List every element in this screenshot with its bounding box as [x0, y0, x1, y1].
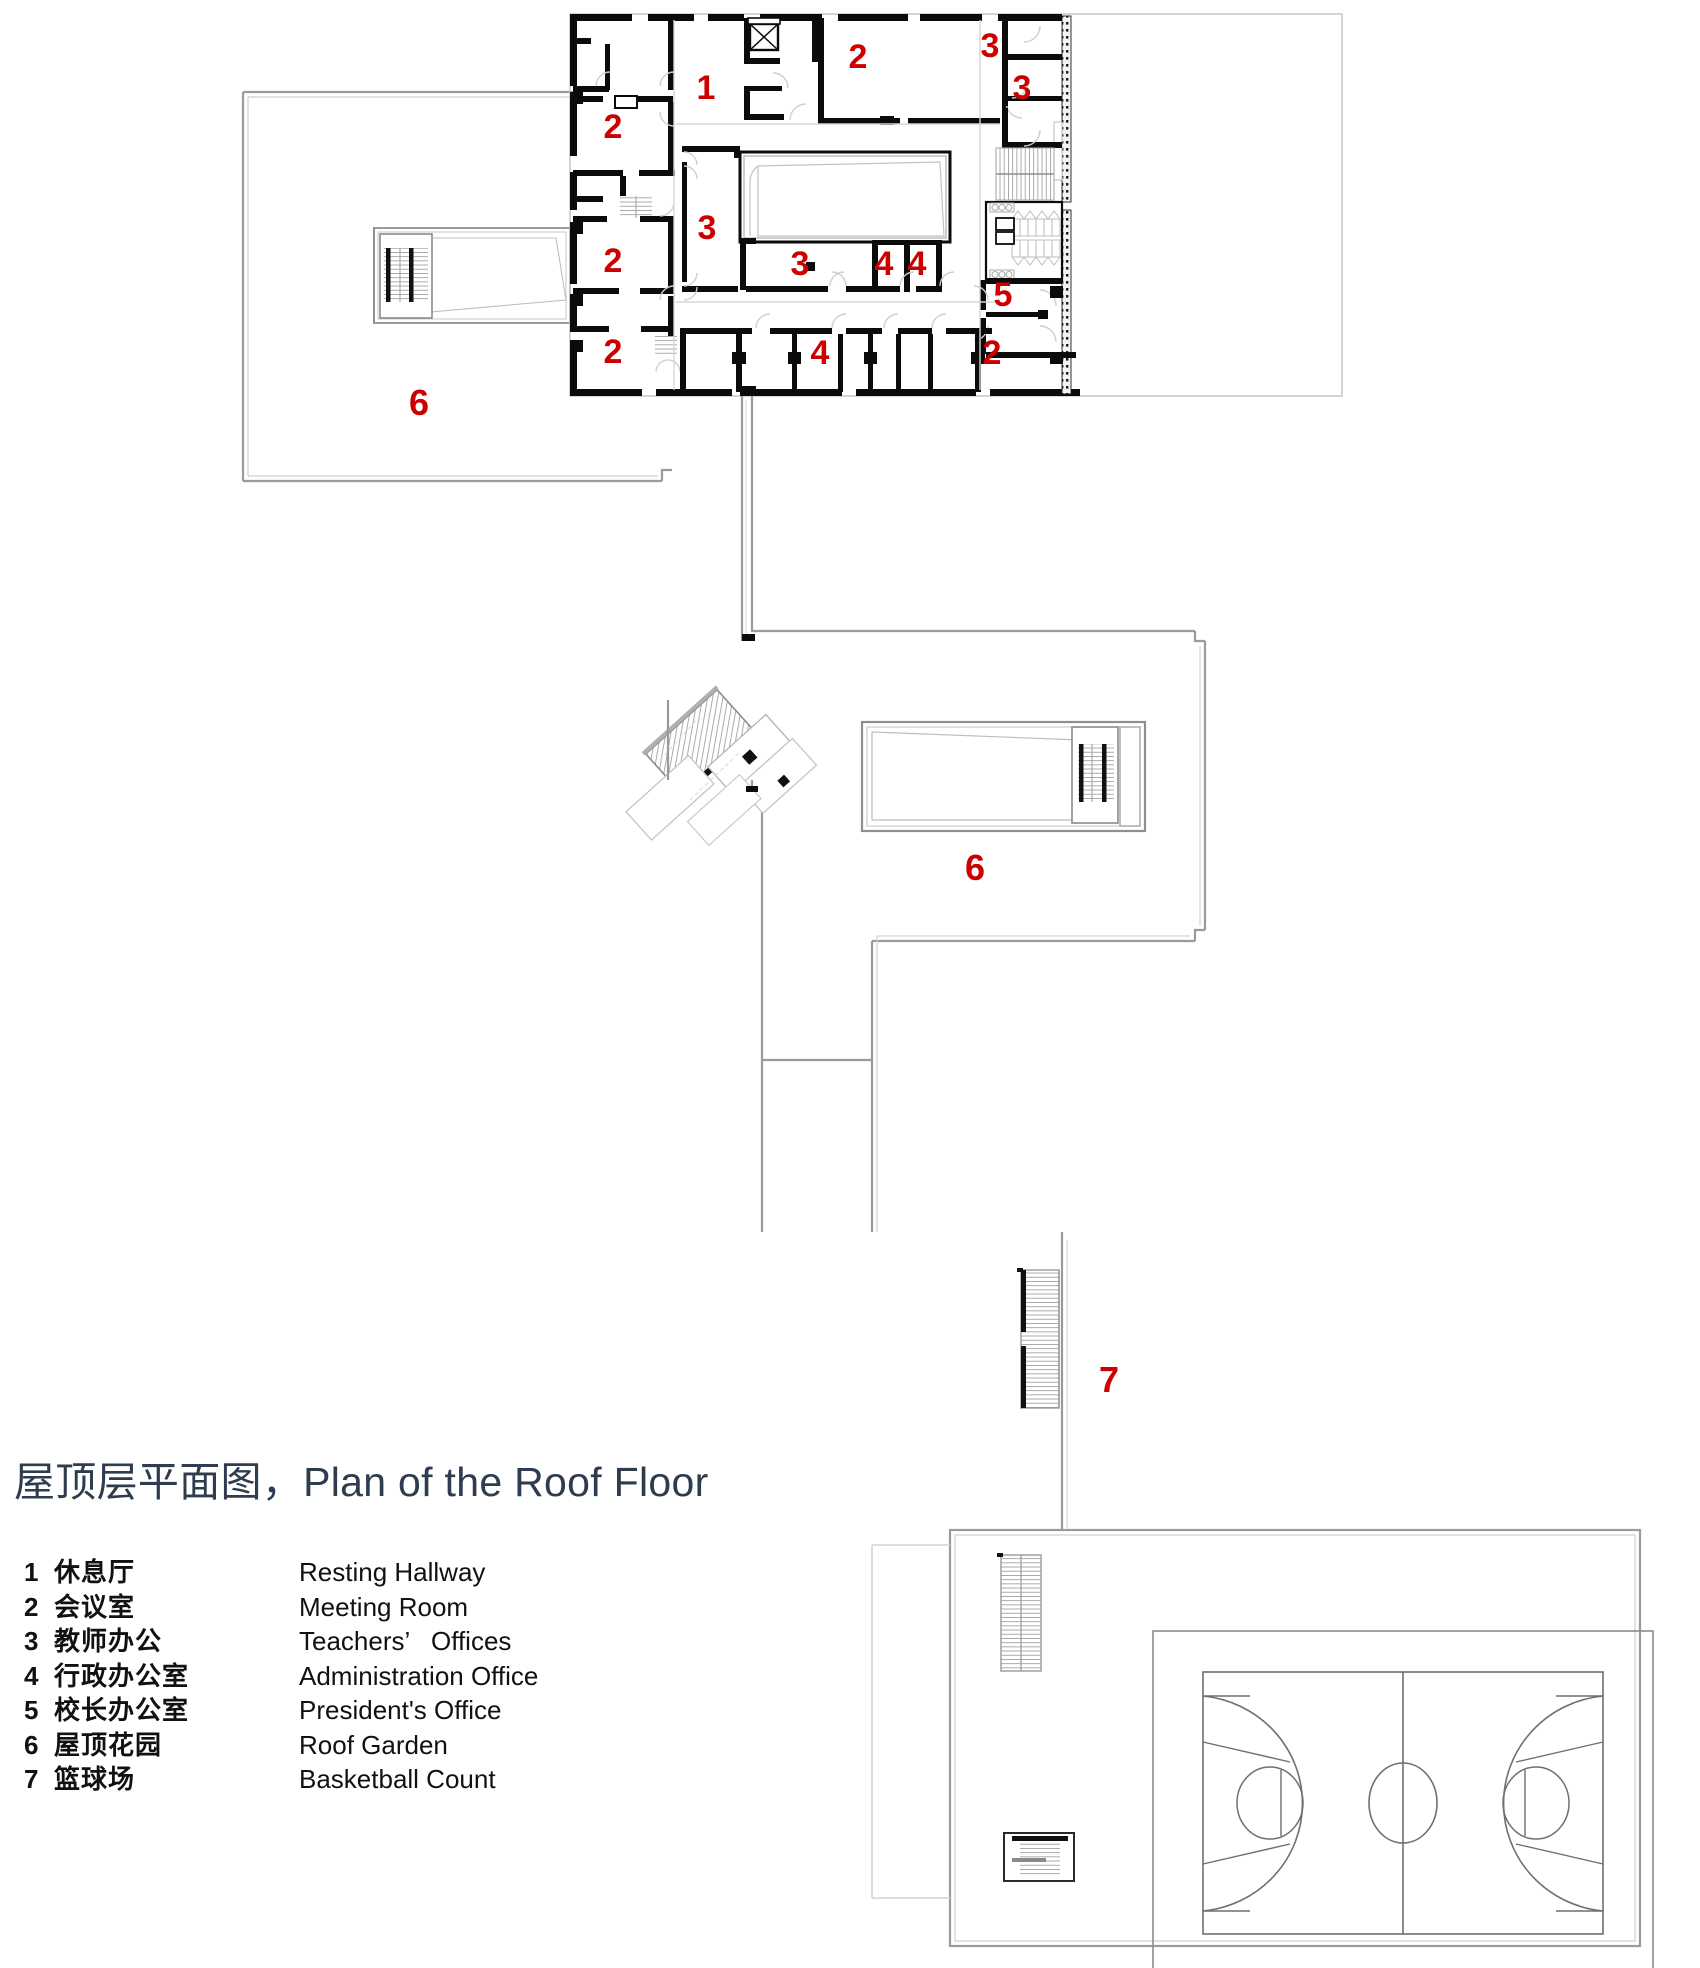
atrium-west-office	[682, 146, 740, 292]
legend-english-7: Basketball Count	[299, 1764, 496, 1794]
legend-number-1: 1	[24, 1557, 39, 1587]
exterior-walls	[570, 14, 1080, 396]
room-label-1-lounge: 1	[696, 69, 716, 107]
legend-english-2: Meeting Room	[299, 1591, 469, 1622]
room-label-2-meeting-b: 2	[603, 108, 623, 146]
room-label-4-admin-a: 4	[874, 245, 894, 283]
legend-item-5: 5 校长办公室 President's Office	[14, 1690, 834, 1725]
ml-rooms	[573, 216, 674, 342]
legend-item-1: 1 休息厅 Resting Hallway	[14, 1552, 834, 1587]
legend-item-6: 6 屋顶花园 Roof Garden	[14, 1725, 834, 1760]
legend-english-6: Roof Garden	[299, 1729, 448, 1760]
lounge-small-room	[744, 86, 784, 120]
room-label-3-teachers-a: 3	[980, 27, 1000, 65]
legend-chinese-5: 校长办公室	[54, 1695, 190, 1725]
sports-stair-south	[1003, 1832, 1075, 1882]
sports-stair-north	[997, 1553, 1042, 1672]
ne-offices	[1002, 14, 1062, 148]
south-rooms	[570, 92, 1063, 392]
nw-stair	[620, 196, 652, 218]
mid-lower-stair	[1017, 1268, 1060, 1409]
ne-main-stair	[995, 147, 1055, 201]
room-label-3-teachers-b: 3	[1012, 69, 1032, 107]
room-label-4-admin-b: 4	[907, 245, 927, 283]
caption-block: 屋顶层平面图，Plan of the Roof Floor 1 休息厅 Rest…	[14, 1448, 834, 1794]
diagonal-stair-assembly	[625, 685, 818, 847]
main-building	[569, 13, 1343, 397]
legend-chinese-3: 教师办公	[54, 1626, 163, 1656]
legend-number-5: 5	[24, 1695, 39, 1725]
legend-number-7: 7	[24, 1764, 39, 1794]
legend-chinese-4: 行政办公室	[54, 1660, 190, 1691]
room-label-3-teachers-c: 3	[697, 209, 717, 247]
north-connector-path	[740, 396, 1195, 641]
lecture-seating-block	[984, 200, 1064, 282]
nw-door-swings	[595, 71, 675, 127]
sports-building-slab	[871, 1544, 950, 1899]
room-label-7-basketball: 7	[1098, 1359, 1120, 1400]
legend-english-5: President's Office	[299, 1695, 502, 1725]
legend-number-2: 2	[24, 1591, 39, 1622]
room-label-2-meeting-a: 2	[848, 38, 868, 76]
legend: 1 休息厅 Resting Hallway 2 会议室 Meeting Room…	[14, 1552, 834, 1794]
legend-english-4: Administration Office	[299, 1660, 539, 1691]
room-label-6-garden-mid: 6	[964, 847, 986, 888]
room-label-6-garden-west: 6	[408, 382, 430, 423]
west-roof-garden-inner-line	[247, 96, 658, 477]
room-label-2-meeting-d: 2	[603, 333, 623, 371]
room-label-4-admin-c: 4	[810, 334, 830, 372]
legend-chinese-6: 屋顶花园	[54, 1729, 163, 1760]
legend-item-4: 4 行政办公室 Administration Office	[14, 1656, 834, 1691]
cs-offices	[740, 238, 942, 292]
ml-stair	[655, 336, 681, 373]
legend-chinese-1: 休息厅	[54, 1557, 136, 1587]
legend-number-4: 4	[24, 1660, 39, 1691]
room-label-2-meeting-e: 2	[982, 334, 1002, 372]
legend-number-3: 3	[24, 1626, 39, 1656]
west-roof-garden-outline	[241, 90, 672, 483]
mid-roof-garden-outline	[760, 631, 1207, 1232]
page-title: 屋顶层平面图，Plan of the Roof Floor	[14, 1459, 709, 1505]
legend-chinese-7: 篮球场	[54, 1764, 136, 1794]
lift-core	[744, 17, 818, 64]
mid-garden-skylight	[860, 720, 1147, 833]
west-garden-skylight	[373, 227, 571, 324]
legend-english-1: Resting Hallway	[299, 1557, 486, 1587]
legend-item-3: 3 教师办公 Teachers’ Offices	[14, 1621, 834, 1656]
legend-english-3: Teachers’ Offices	[299, 1626, 512, 1656]
east-curtain-wall	[1053, 15, 1072, 395]
basketball-court	[1152, 1630, 1654, 1968]
nw-rooms	[573, 20, 675, 202]
legend-item-2: 2 会议室 Meeting Room	[14, 1587, 834, 1622]
room-label-5-president: 5	[993, 276, 1013, 314]
legend-number-6: 6	[24, 1729, 39, 1760]
legend-item-7: 7 篮球场 Basketball Count	[14, 1759, 834, 1794]
room-label-2-meeting-c: 2	[603, 242, 623, 280]
legend-chinese-2: 会议室	[54, 1591, 136, 1622]
sports-building-outline	[948, 1528, 1642, 1948]
central-atrium-skylight	[738, 150, 952, 244]
connector-nib	[742, 634, 755, 641]
room-label-3-teachers-d: 3	[790, 245, 810, 283]
